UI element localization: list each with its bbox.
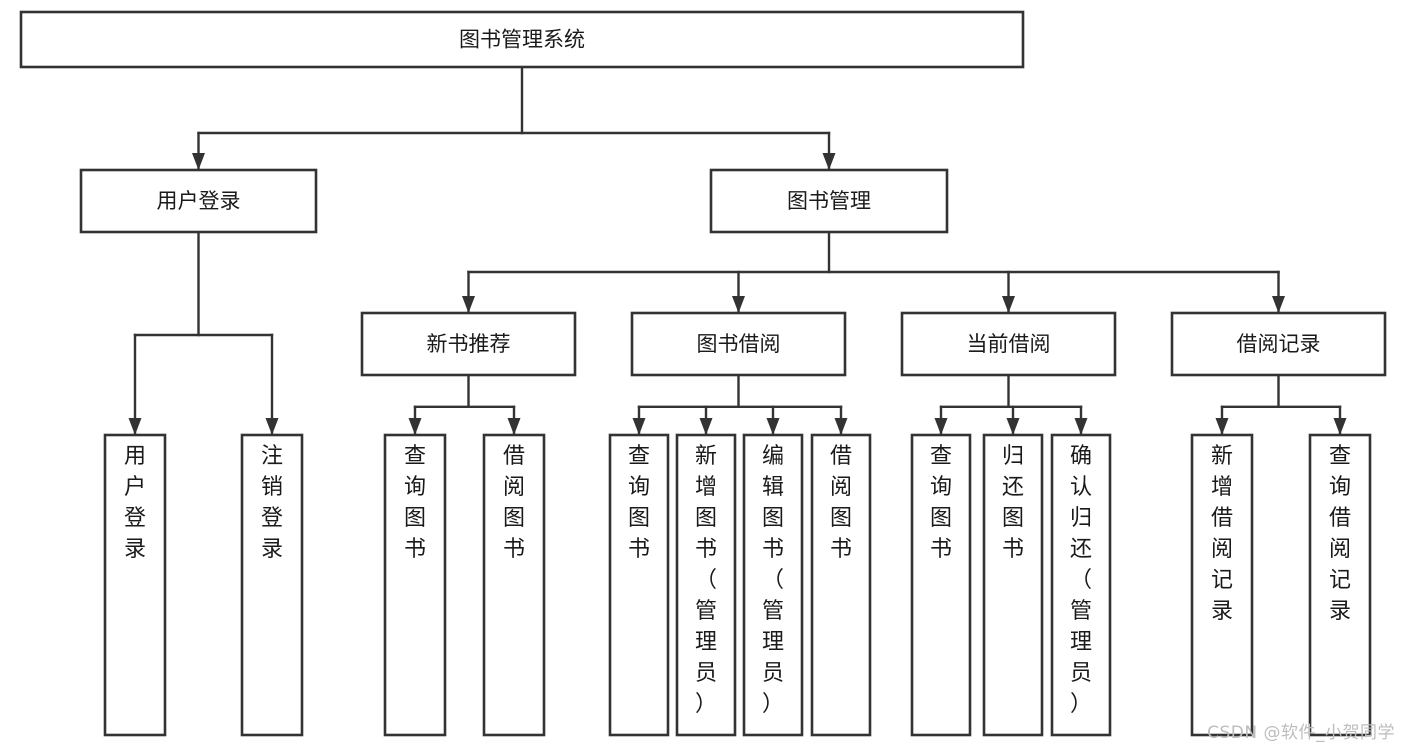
node-label-root: 图书管理系统 [459,28,585,52]
node-leaf-query-borrow-record[interactable]: 查询借阅记录 [1308,433,1372,737]
edge-arrowhead [1002,296,1015,313]
edge-arrowhead [1006,418,1020,435]
node-box-leaf-confirm-return [1050,433,1112,737]
node-box-leaf-add-borrow-record [1190,433,1254,737]
edge-arrowhead [507,418,521,435]
node-label-leaf-query-borrow-record: 查询借阅记录 [1329,444,1351,624]
edge-arrowhead [192,153,205,170]
node-box-leaf-borrow-book [810,433,872,737]
node-leaf-add-book[interactable]: 新增图书（管理员） [675,433,737,737]
edge-arrowhead [462,296,475,313]
node-label-leaf-query-book-rec: 查询图书 [404,444,426,562]
node-label-current-borrow: 当前借阅 [967,332,1051,356]
node-label-leaf-return-book: 归还图书 [1002,444,1024,562]
edge-arrowhead [934,418,948,435]
node-leaf-add-borrow-record[interactable]: 新增借阅记录 [1190,433,1254,737]
edge-arrowhead [128,418,142,435]
node-leaf-edit-book[interactable]: 编辑图书（管理员） [742,433,804,737]
node-label-leaf-user-logout: 注销登录 [261,444,283,562]
node-box-leaf-add-book [675,433,737,737]
node-leaf-user-login[interactable]: 用户登录 [103,433,167,737]
node-box-leaf-user-logout [240,433,304,737]
node-leaf-query-book-current[interactable]: 查询图书 [910,433,972,737]
node-box-borrow-record [1170,311,1387,377]
node-box-book-borrow [630,311,847,377]
edge-arrowhead [1215,418,1229,435]
node-user-login[interactable]: 用户登录 [79,168,318,234]
node-book-borrow[interactable]: 图书借阅 [630,311,847,377]
edges-layer [128,65,1347,437]
nodes-layer: 图书管理系统用户登录图书管理新书推荐图书借阅当前借阅借阅记录用户登录注销登录查询… [19,10,1387,737]
node-box-new-book-recommend [360,311,577,377]
edge-arrowhead [732,296,745,313]
edge-group-new-book-recommend [408,373,521,437]
node-book-manage[interactable]: 图书管理 [709,168,949,234]
node-label-book-manage: 图书管理 [787,189,871,213]
edge-arrowhead [699,418,713,435]
node-leaf-confirm-return[interactable]: 确认归还（管理员） [1050,433,1112,737]
edge-arrowhead [822,153,836,170]
node-box-leaf-query-borrow-record [1308,433,1372,737]
node-box-leaf-user-login [103,433,167,737]
edge-group-book-borrow [632,373,848,437]
node-box-root [19,10,1025,69]
node-leaf-user-logout[interactable]: 注销登录 [240,433,304,737]
node-box-leaf-edit-book [742,433,804,737]
node-label-leaf-confirm-return: 确认归还（管理员） [1070,444,1092,717]
edge-arrowhead [408,418,422,435]
node-box-book-manage [709,168,949,234]
node-leaf-borrow-book[interactable]: 借阅图书 [810,433,872,737]
node-box-current-borrow [900,311,1117,377]
node-label-leaf-query-book-current: 查询图书 [930,444,952,562]
node-label-leaf-add-book: 新增图书（管理员） [695,444,717,717]
node-label-borrow-record: 借阅记录 [1237,332,1321,356]
edge-arrowhead [1333,418,1347,435]
node-label-book-borrow: 图书借阅 [697,332,781,356]
csdn-watermark: CSDN @软件_小贺同学 [1207,723,1395,743]
node-label-leaf-user-login: 用户登录 [124,444,146,562]
node-label-leaf-add-borrow-record: 新增借阅记录 [1211,444,1233,624]
node-leaf-query-book-borrow[interactable]: 查询图书 [608,433,670,737]
edge-arrowhead [1074,418,1088,435]
edge-group-borrow-record [1215,373,1347,437]
node-box-user-login [79,168,318,234]
edge-arrowhead [1272,296,1285,313]
node-box-leaf-query-book-borrow [608,433,670,737]
edge-arrowhead [632,418,646,435]
node-label-leaf-borrow-book-rec: 借阅图书 [503,444,525,562]
node-current-borrow[interactable]: 当前借阅 [900,311,1117,377]
edge-group-book-manage [462,230,1285,315]
edge-arrowhead [766,418,780,435]
edge-group-root [192,65,836,172]
edge-arrowhead [265,418,279,435]
edge-arrowhead [834,418,848,435]
node-label-leaf-query-book-borrow: 查询图书 [628,444,650,562]
edge-group-user-login [128,230,279,437]
node-box-leaf-return-book [982,433,1044,737]
node-box-leaf-query-book-rec [383,433,447,737]
node-leaf-borrow-book-rec[interactable]: 借阅图书 [482,433,546,737]
node-label-leaf-borrow-book: 借阅图书 [830,444,852,562]
node-root[interactable]: 图书管理系统 [19,10,1025,69]
node-box-leaf-borrow-book-rec [482,433,546,737]
node-new-book-recommend[interactable]: 新书推荐 [360,311,577,377]
node-borrow-record[interactable]: 借阅记录 [1170,311,1387,377]
node-box-leaf-query-book-current [910,433,972,737]
node-label-new-book-recommend: 新书推荐 [427,332,511,356]
node-leaf-return-book[interactable]: 归还图书 [982,433,1044,737]
edge-group-current-borrow [934,373,1088,437]
node-leaf-query-book-rec[interactable]: 查询图书 [383,433,447,737]
node-label-leaf-edit-book: 编辑图书（管理员） [762,444,784,717]
node-label-user-login: 用户登录 [157,189,241,213]
